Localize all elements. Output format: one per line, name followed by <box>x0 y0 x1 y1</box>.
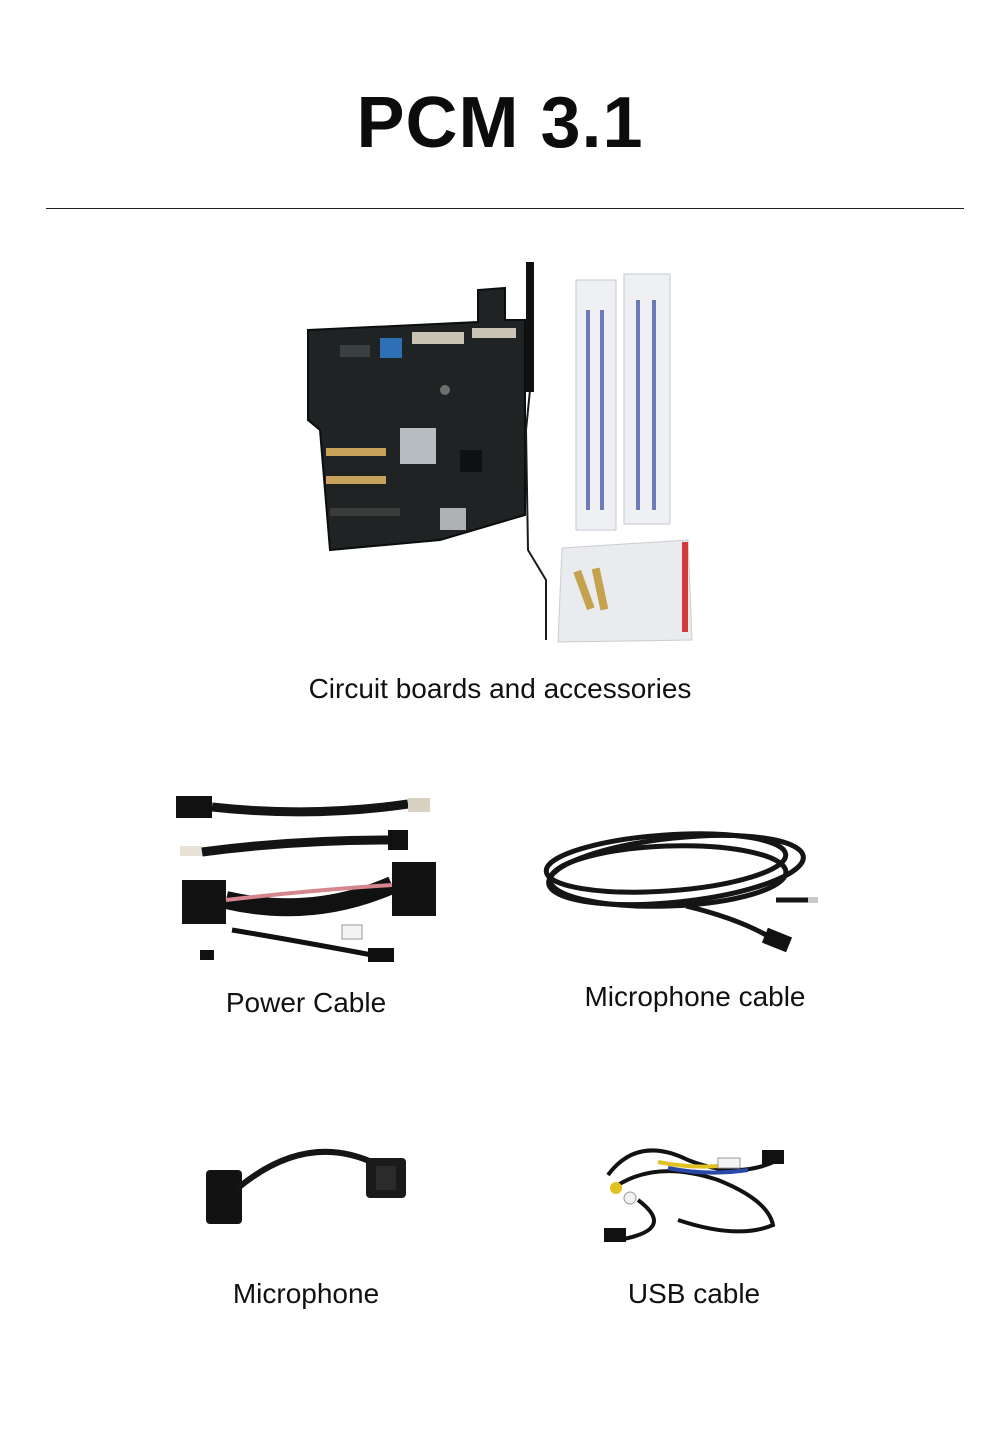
caption-microphone-cable: Microphone cable <box>584 981 806 1012</box>
caption-microphone: Microphone <box>232 1278 380 1309</box>
caption-power-cable: Power Cable <box>225 987 387 1018</box>
microphone-module-image <box>206 1148 406 1224</box>
circuit-board-kit-image <box>307 261 693 643</box>
coiled-microphone-cable-image <box>543 831 818 953</box>
power-cable-harness-image <box>176 796 436 962</box>
caption-usb-cable: USB cable <box>627 1278 761 1309</box>
usb-cable-bundle-image <box>604 1148 784 1242</box>
title-divider <box>46 208 964 209</box>
caption-circuit-boards: Circuit boards and accessories <box>308 673 692 704</box>
page-title: PCM 3.1 <box>356 83 644 163</box>
